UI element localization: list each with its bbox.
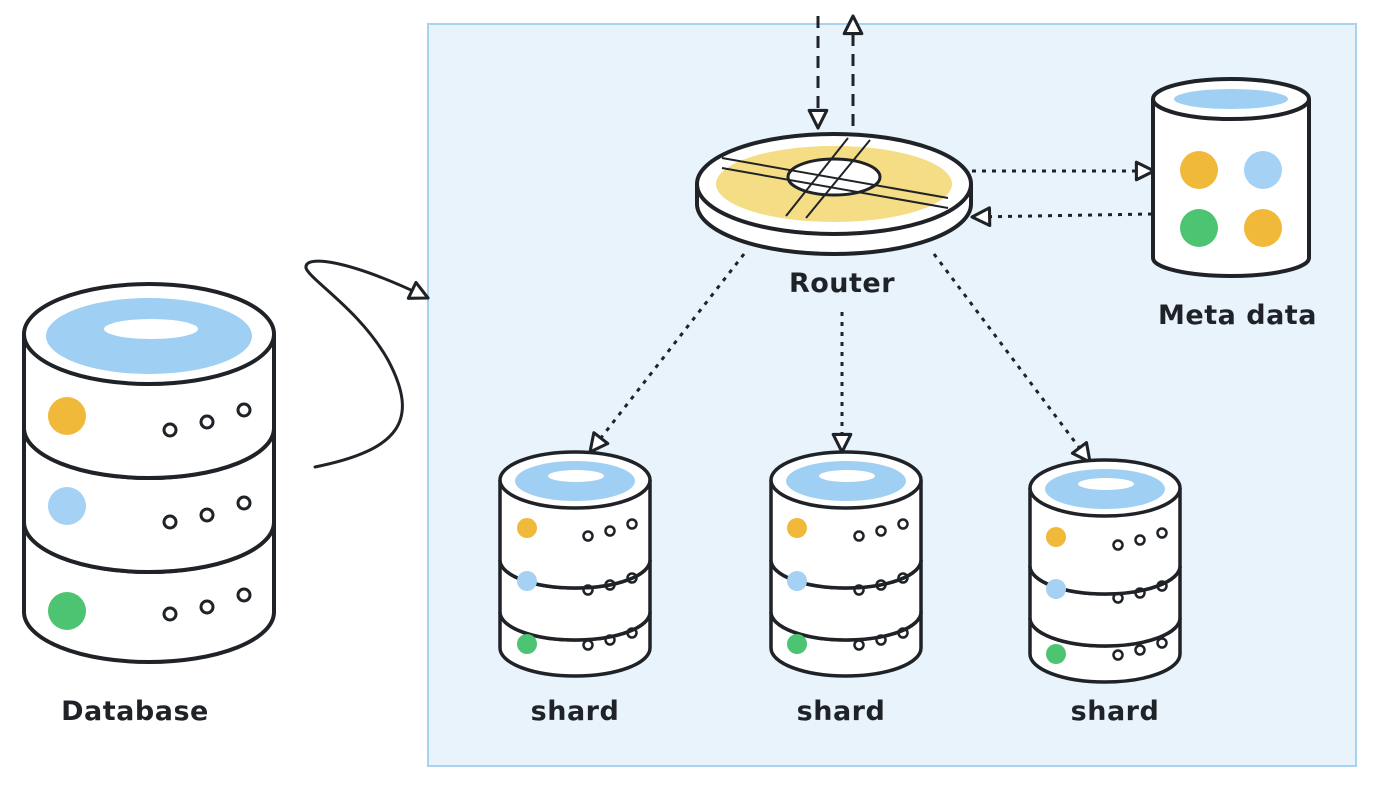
router-to-shard-3-arrow bbox=[932, 253, 1092, 464]
database-label: Database bbox=[61, 696, 209, 727]
shard-2-label: shard bbox=[796, 696, 886, 727]
metadata-dot-blue bbox=[1244, 151, 1282, 189]
metadata-label: Meta data bbox=[1158, 300, 1317, 331]
metadata-to-router-arrow bbox=[970, 206, 1153, 228]
database-icon bbox=[22, 282, 276, 664]
metadata-dot-orange bbox=[1180, 151, 1218, 189]
router-label: Router bbox=[788, 268, 896, 299]
metadata-dot-orange-2 bbox=[1244, 209, 1282, 247]
status-dot-orange bbox=[48, 397, 86, 435]
shard-3-label: shard bbox=[1070, 696, 1160, 727]
router-to-shard-1-arrow bbox=[588, 253, 746, 454]
shard-2-icon bbox=[769, 450, 923, 678]
status-dot-green bbox=[48, 592, 86, 630]
shard-1-label: shard bbox=[530, 696, 620, 727]
status-dot-blue bbox=[48, 487, 86, 525]
shard-3-icon bbox=[1028, 458, 1182, 684]
metadata-store-icon bbox=[1151, 77, 1311, 278]
database-to-cluster-arrow bbox=[304, 259, 430, 469]
metadata-dot-green bbox=[1180, 209, 1218, 247]
shard-1-icon bbox=[498, 450, 652, 678]
router-icon bbox=[695, 132, 973, 256]
